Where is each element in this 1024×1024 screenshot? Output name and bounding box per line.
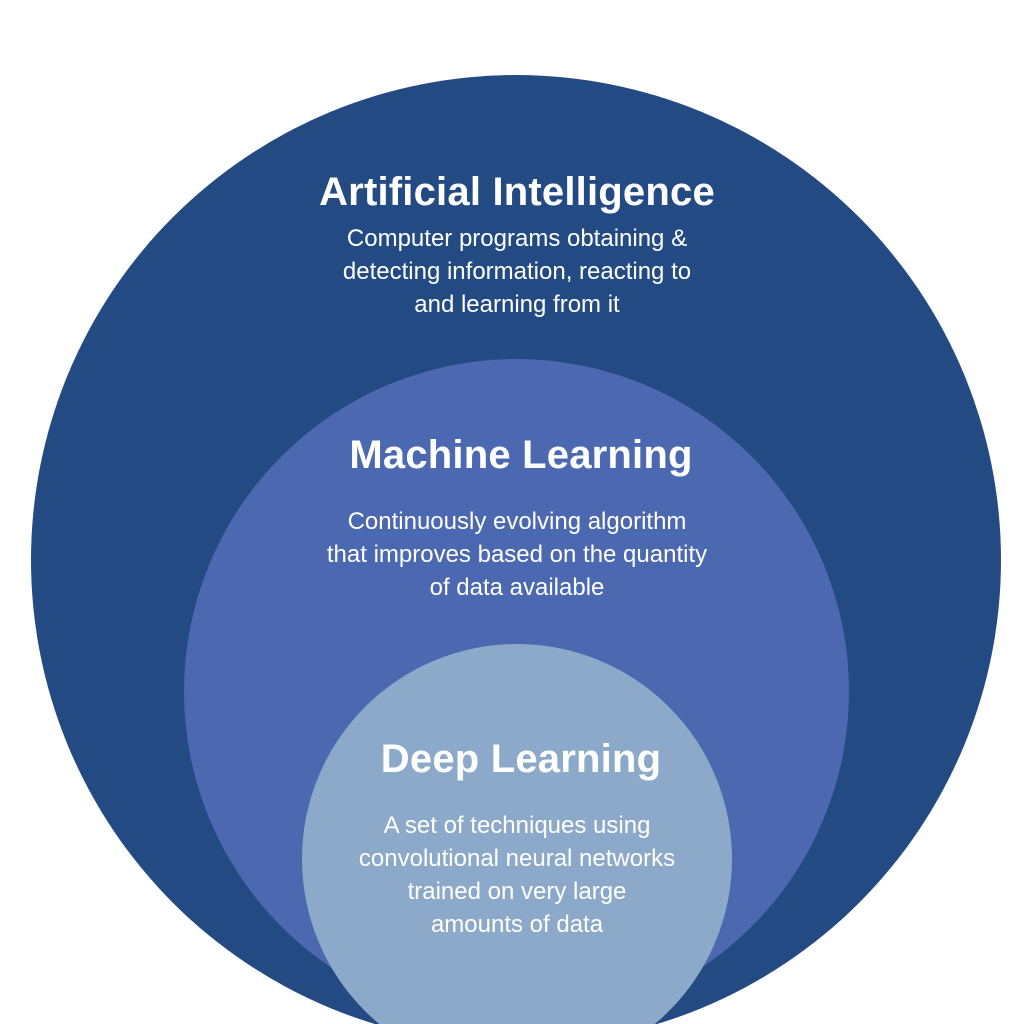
artificial-intelligence-description: Computer programs obtaining & detecting … xyxy=(342,225,692,318)
machine-learning-title: Machine Learning xyxy=(349,433,693,477)
deep-learning-description: A set of techniques using convolutional … xyxy=(358,812,676,938)
artificial-intelligence-title: Artificial Intelligence xyxy=(319,170,715,214)
deep-learning-title: Deep Learning xyxy=(380,737,662,781)
deep-learning-circle xyxy=(302,644,732,1024)
machine-learning-description: Continuously evolving algorithm that imp… xyxy=(326,508,708,601)
